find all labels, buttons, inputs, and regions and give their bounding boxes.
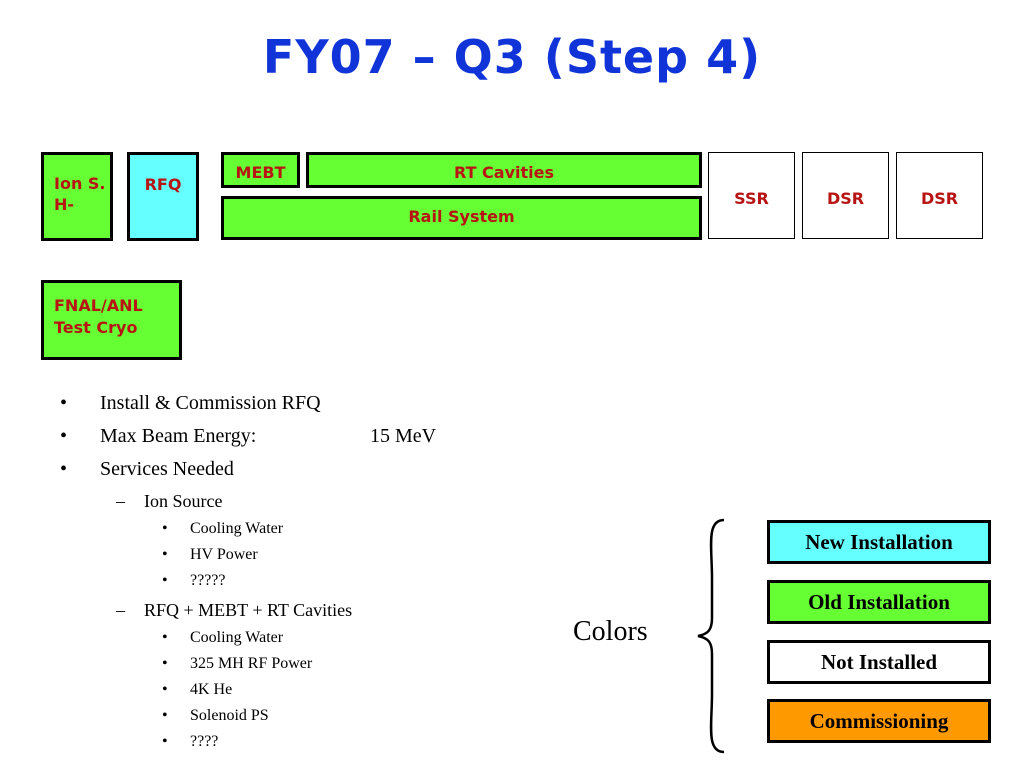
beam-energy-value: 15 MeV xyxy=(370,425,437,447)
sub-sub-bullet-text: HV Power xyxy=(190,546,258,563)
rfq-block: RFQ xyxy=(127,152,199,241)
sub-sub-bullet-text: ???? xyxy=(190,733,219,750)
sub-bullet-text: Ion Source xyxy=(144,491,223,511)
ion-source-sublabel: H- xyxy=(54,195,75,214)
legend-label: New Installation xyxy=(805,530,953,554)
sub-sub-bullet-text: ????? xyxy=(190,572,226,589)
sub-sub-bullet-text: Cooling Water xyxy=(190,629,284,646)
sub-sub-bullet-text: 4K He xyxy=(190,681,233,698)
slide-title: FY07 – Q3 (Step 4) xyxy=(262,30,762,84)
rail-system-block: Rail System xyxy=(221,196,702,240)
test-cryo-label: FNAL/ANL xyxy=(54,296,143,315)
ion-source-label: Ion S. xyxy=(54,174,106,193)
legend-commissioning: Commissioning xyxy=(767,699,991,743)
rt-cavities-block: RT Cavities xyxy=(306,152,702,188)
legend-old-installation: Old Installation xyxy=(767,580,991,624)
rt-cavities-label: RT Cavities xyxy=(453,163,555,182)
sub-sub-bullet-text: Cooling Water xyxy=(190,520,284,537)
legend-label: Old Installation xyxy=(808,590,950,614)
legend-label: Not Installed xyxy=(820,650,938,674)
mebt-label: MEBT xyxy=(235,163,286,182)
bullet-text: Install & Commission RFQ xyxy=(100,392,321,414)
mebt-block: MEBT xyxy=(221,152,300,188)
rail-system-label: Rail System xyxy=(408,207,515,226)
ssr-label: SSR xyxy=(734,189,769,208)
ion-source-block: Ion S. H- xyxy=(41,152,113,241)
colors-label: Colors xyxy=(573,616,648,647)
ssr-block: SSR xyxy=(708,152,795,239)
sub-sub-bullet-text: Solenoid PS xyxy=(190,707,269,724)
bullet-text: Services Needed xyxy=(100,458,234,480)
legend-new-installation: New Installation xyxy=(767,520,991,564)
legend-not-installed: Not Installed xyxy=(767,640,991,684)
test-cryo-sublabel: Test Cryo xyxy=(54,318,138,337)
dsr-block-2: DSR xyxy=(896,152,983,239)
curly-brace-icon xyxy=(697,518,725,754)
sub-bullet-text: RFQ + MEBT + RT Cavities xyxy=(144,600,353,620)
dsr-block-1: DSR xyxy=(802,152,889,239)
sub-sub-bullet-text: 325 MH RF Power xyxy=(190,655,313,672)
legend-label: Commissioning xyxy=(809,709,949,733)
test-cryo-block: FNAL/ANL Test Cryo xyxy=(41,280,182,360)
bullet-text: Max Beam Energy: xyxy=(100,425,257,447)
dsr-label-2: DSR xyxy=(920,189,959,208)
dsr-label-1: DSR xyxy=(826,189,865,208)
rfq-label: RFQ xyxy=(144,175,182,194)
